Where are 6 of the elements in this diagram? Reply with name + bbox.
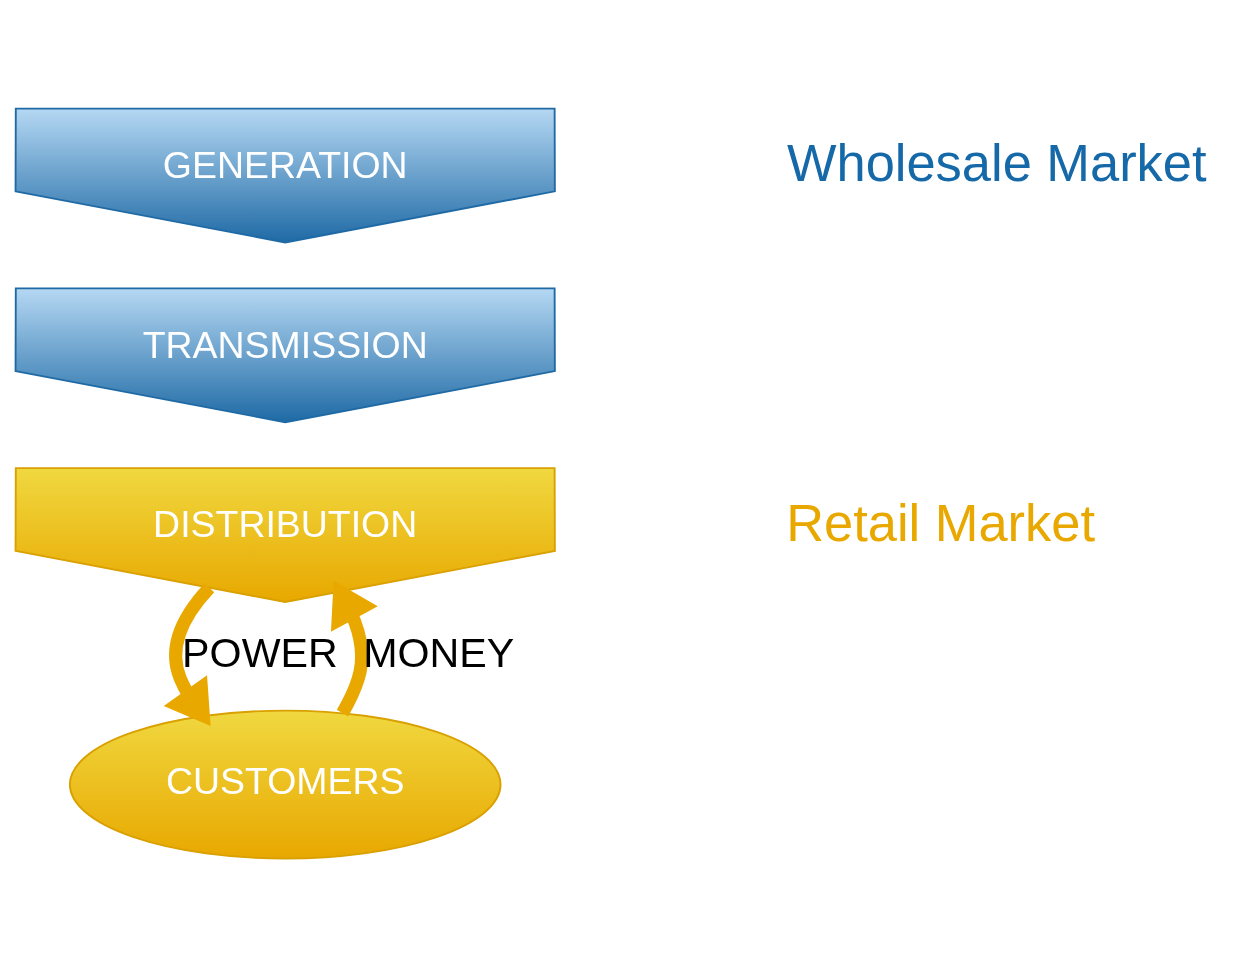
label: Wholesale Market xyxy=(787,134,1207,193)
arrow xyxy=(163,583,215,726)
label: Retail Market xyxy=(786,493,1096,552)
edge-label: POWER xyxy=(182,629,338,676)
arrow xyxy=(330,580,378,717)
node-ellipse: CUSTOMERS xyxy=(68,709,502,860)
